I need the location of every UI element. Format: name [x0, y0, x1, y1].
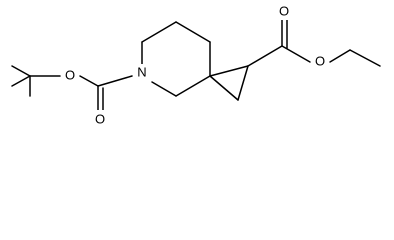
- bond-boc-carbon-to-nitrogen: [97, 75, 133, 87]
- bond-c7-to-c8: [175, 21, 211, 43]
- ester-carbonyl-oxygen-label: O: [279, 3, 289, 18]
- bond-tbu-methyl-side: [11, 75, 31, 87]
- ester-oxygen-label: O: [315, 53, 325, 68]
- boc-ester-oxygen-label: O: [65, 67, 75, 82]
- bond-spiro-to-cp1: [209, 65, 249, 77]
- bond-tbu-methyl-top: [11, 65, 31, 77]
- bond-cp1-to-ester-carbon: [247, 45, 283, 67]
- bond-cp2-to-spiro: [209, 75, 239, 101]
- nitrogen-label: N: [137, 64, 146, 79]
- bond-cp1-to-cp2: [237, 65, 249, 101]
- bond-ethyl-ch2-to-ch3: [349, 49, 381, 67]
- bond-c6-to-c7: [141, 21, 177, 43]
- bond-c4-to-n: [151, 81, 177, 97]
- bond-oxygen-to-ethyl-ch2: [329, 49, 351, 63]
- bond-spiro-to-c4: [175, 75, 211, 97]
- boc-carbonyl-oxygen-label: O: [95, 111, 105, 126]
- molecule-structure: O O N O O: [11, 3, 381, 126]
- bond-ester-carbon-to-oxygen: [281, 45, 311, 63]
- bond-oxygen-to-boc-carbon: [79, 75, 99, 87]
